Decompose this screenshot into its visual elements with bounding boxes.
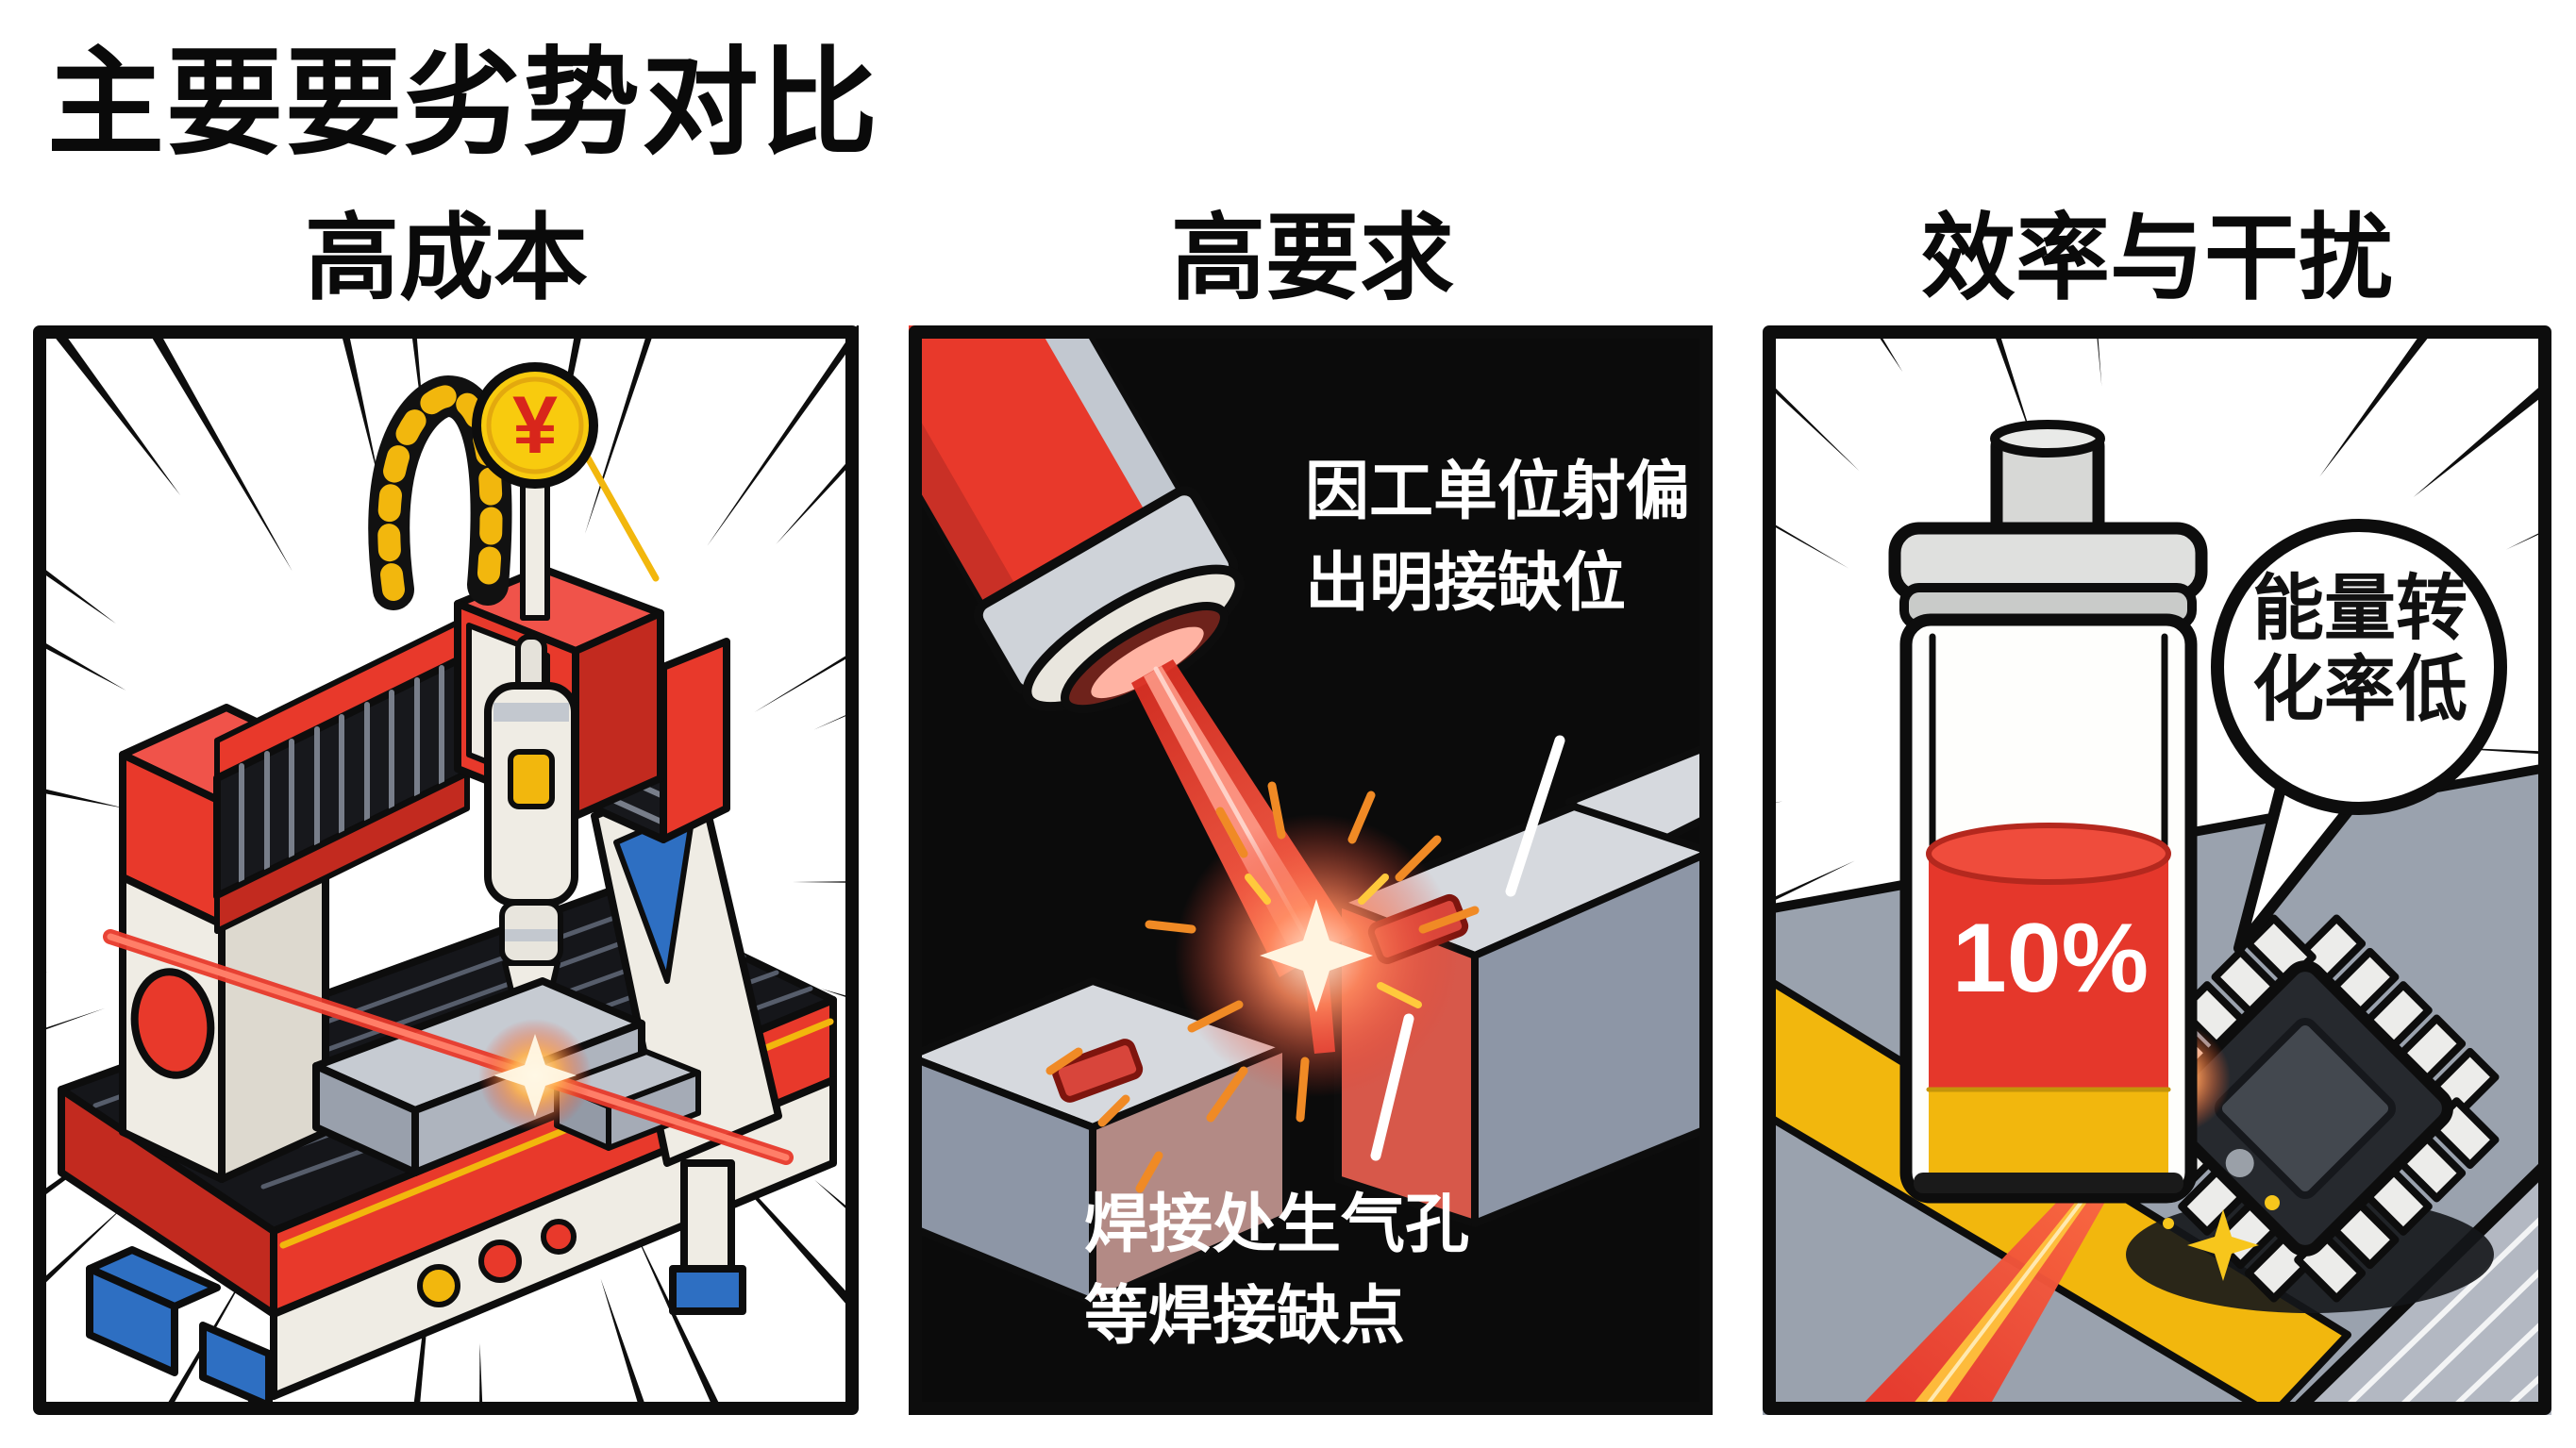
weld-sparks — [1045, 781, 1480, 1193]
battery-icon — [1888, 420, 2208, 1204]
annotation-pointers — [1370, 735, 1565, 1161]
laser-welding-illustration — [909, 325, 1713, 1415]
main-title: 主要要劣势对比 — [47, 39, 880, 169]
laser-machine-illustration — [33, 325, 859, 1415]
bubble-text: 能量转 化率低 — [2232, 569, 2488, 731]
panel-border — [1763, 325, 2551, 1415]
machine-bellows-left — [213, 615, 471, 934]
laser-beam — [1131, 659, 1458, 1097]
cost-coin-icon — [472, 362, 660, 621]
annotation-line: 因工单位射偏 — [1305, 456, 1691, 527]
panel-header-high-cost: 高成本 — [305, 206, 588, 311]
spark-burst-icon — [493, 1034, 577, 1117]
yen-symbol: ¥ — [512, 380, 558, 471]
annotation-line: 焊接处生气孔 — [1084, 1189, 1470, 1260]
panel-header-high-requirement: 高要求 — [1171, 206, 1454, 311]
battery-charge-red — [1929, 854, 2168, 1090]
speech-bubble — [2211, 519, 2507, 954]
annotation-misalignment: 因工单位射偏 出明接缺位 — [1305, 446, 1690, 629]
panel-high-cost: ¥ — [33, 325, 859, 1415]
annotation-line: 出明接缺位 — [1305, 547, 1627, 619]
battery-chip-illustration — [1763, 325, 2551, 1415]
laser-beam — [103, 929, 794, 1165]
panel-efficiency-interference: 能量转 化率低 10% — [1763, 325, 2551, 1415]
panel-high-requirement: 因工单位射偏 出明接缺位 焊接处生气孔 等焊接缺点 — [909, 325, 1713, 1415]
panel-header-efficiency: 效率与干扰 — [1921, 206, 2393, 311]
machine-left-column — [119, 704, 329, 1183]
panel-border — [33, 325, 859, 1415]
sparkle-icon — [2163, 1195, 2280, 1281]
annotation-line: 等焊接缺点 — [1084, 1280, 1406, 1352]
bubble-line: 能量转 — [2252, 569, 2467, 649]
panel-border — [909, 325, 1713, 1415]
cable-chain-arch — [368, 375, 512, 610]
annotation-weld-defects: 焊接处生气孔 等焊接缺点 — [1084, 1179, 1469, 1362]
bubble-line: 化率低 — [2252, 650, 2467, 730]
spark-burst-icon — [1260, 899, 1373, 1012]
battery-level-label: 10% — [1951, 904, 2149, 1013]
battery-charge-yellow — [1929, 1088, 2168, 1174]
